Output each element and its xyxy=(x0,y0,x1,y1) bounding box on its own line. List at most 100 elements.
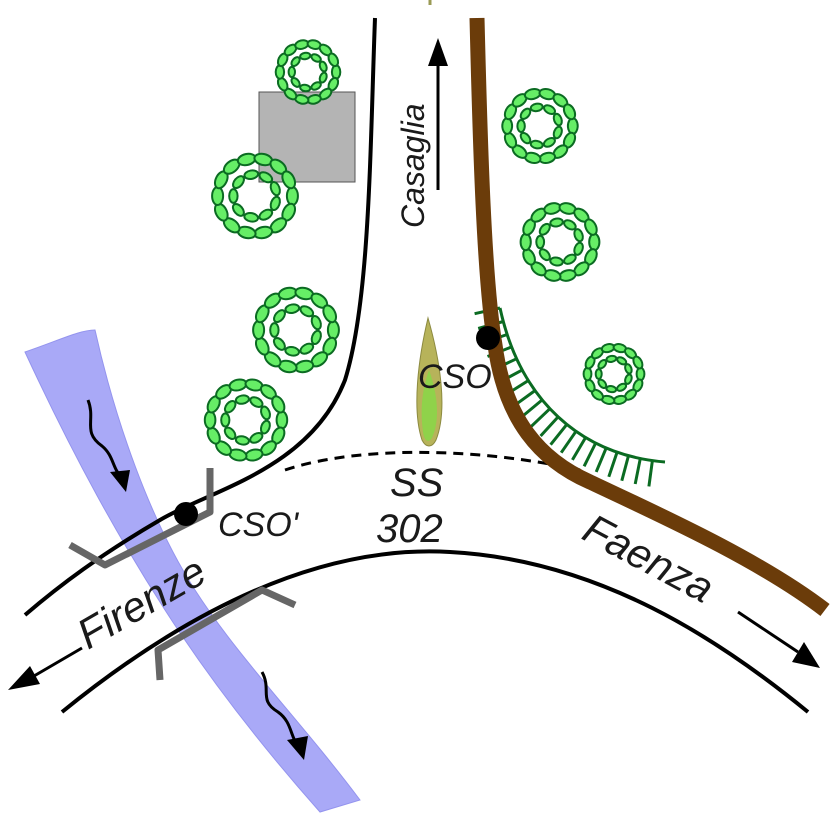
tree-leaf xyxy=(562,103,577,121)
tree-leaf xyxy=(281,170,297,190)
tree-leaf xyxy=(269,180,281,197)
tree-leaf xyxy=(501,117,514,135)
tree-leaf xyxy=(272,336,286,351)
tree-leaf xyxy=(616,382,628,392)
embankment-tick xyxy=(647,460,654,487)
embankment-tick xyxy=(530,407,551,428)
tree-leaf xyxy=(519,232,532,252)
tree-leaf xyxy=(287,65,296,79)
road-edge-west xyxy=(23,17,377,617)
building-icon xyxy=(258,91,356,183)
tree-icon xyxy=(203,378,289,462)
tree-leaf xyxy=(549,256,564,267)
cso-prime-point-icon xyxy=(174,502,198,526)
tree-icon xyxy=(274,39,342,105)
label-casaglia: Casaglia xyxy=(395,103,431,228)
embankment-tick xyxy=(594,447,608,473)
tree-leaf xyxy=(203,410,217,430)
cso-point-icon xyxy=(476,326,500,350)
bridge-icon xyxy=(154,586,297,681)
flow-arrow-icon xyxy=(260,671,308,760)
tree-leaf xyxy=(310,81,322,91)
tree-leaf xyxy=(573,228,584,243)
tree-icon xyxy=(519,202,601,282)
tree-leaf xyxy=(258,171,274,184)
tree-leaf xyxy=(299,342,315,355)
tree-leaf xyxy=(552,125,563,140)
marker-icon xyxy=(416,316,443,447)
tree-icon xyxy=(501,88,579,164)
tree-leaf xyxy=(326,320,340,340)
tree-leaf xyxy=(538,248,551,262)
tree-leaf xyxy=(605,354,618,363)
tree-leaf xyxy=(228,188,239,204)
tree-leaf xyxy=(330,64,342,80)
tree-leaf xyxy=(582,366,593,382)
road-edge-south xyxy=(60,549,810,714)
tree-leaf xyxy=(566,117,579,135)
embankment-line xyxy=(498,307,666,464)
tree-leaf xyxy=(529,102,544,113)
label-302: 302 xyxy=(376,507,443,551)
tree-leaf xyxy=(310,329,322,346)
tree-leaf xyxy=(234,394,250,405)
embankment-tick xyxy=(521,398,544,418)
tree-leaf xyxy=(632,355,644,370)
tree-leaf xyxy=(552,112,563,127)
tree-leaf xyxy=(274,64,286,80)
brown-road xyxy=(469,17,830,616)
tree-leaf xyxy=(549,217,564,228)
tree-leaf xyxy=(542,104,557,115)
tree-icon xyxy=(582,343,646,405)
tree-leaf xyxy=(269,322,280,338)
tree-leaf xyxy=(616,356,628,366)
tree-leaf xyxy=(519,107,532,120)
tree-leaf xyxy=(605,385,618,394)
tree-leaf xyxy=(285,186,299,206)
tree-leaf xyxy=(271,395,286,414)
tree-leaf xyxy=(290,76,301,88)
tree-leaf xyxy=(624,363,633,375)
embankment-tick xyxy=(582,442,598,467)
bridge-icon xyxy=(68,468,214,569)
tree-leaf xyxy=(635,366,646,382)
embankment-tick xyxy=(607,451,619,478)
tree-leaf xyxy=(260,405,271,421)
embankment-tick xyxy=(539,415,560,438)
tree-leaf xyxy=(318,60,328,73)
tree-leaf xyxy=(249,396,264,408)
arrow-east-icon xyxy=(737,610,820,668)
tree-leaf xyxy=(322,304,338,324)
tree-leaf xyxy=(220,412,231,428)
tree-leaf xyxy=(542,137,556,148)
tree-leaf xyxy=(275,410,289,430)
tree-leaf xyxy=(273,309,286,324)
tree-leaf xyxy=(535,234,546,250)
embankment-tick xyxy=(559,430,578,454)
tree-leaf xyxy=(573,241,584,256)
tree-leaf xyxy=(594,368,603,380)
embankment-tick xyxy=(549,423,568,446)
label-ss: SS xyxy=(390,461,444,505)
tree-leaf xyxy=(299,305,315,318)
tree-leaf xyxy=(299,83,312,93)
tree-leaf xyxy=(258,208,274,221)
embankment-tick xyxy=(620,455,630,482)
tree-leaf xyxy=(284,303,301,315)
trees xyxy=(203,39,646,462)
tree-leaf xyxy=(538,222,551,236)
tree-leaf xyxy=(624,373,633,385)
embankment-tick xyxy=(633,458,642,485)
tree-leaf xyxy=(252,320,266,340)
tree-icon xyxy=(211,152,299,240)
tree-leaf xyxy=(318,71,328,84)
tree-leaf xyxy=(597,378,608,390)
arrow-west-icon xyxy=(8,646,83,690)
tree-leaf xyxy=(211,186,225,206)
tree-leaf xyxy=(243,211,260,223)
tree-leaf xyxy=(223,399,237,414)
tree-leaf xyxy=(588,232,601,252)
tree-leaf xyxy=(231,202,245,217)
